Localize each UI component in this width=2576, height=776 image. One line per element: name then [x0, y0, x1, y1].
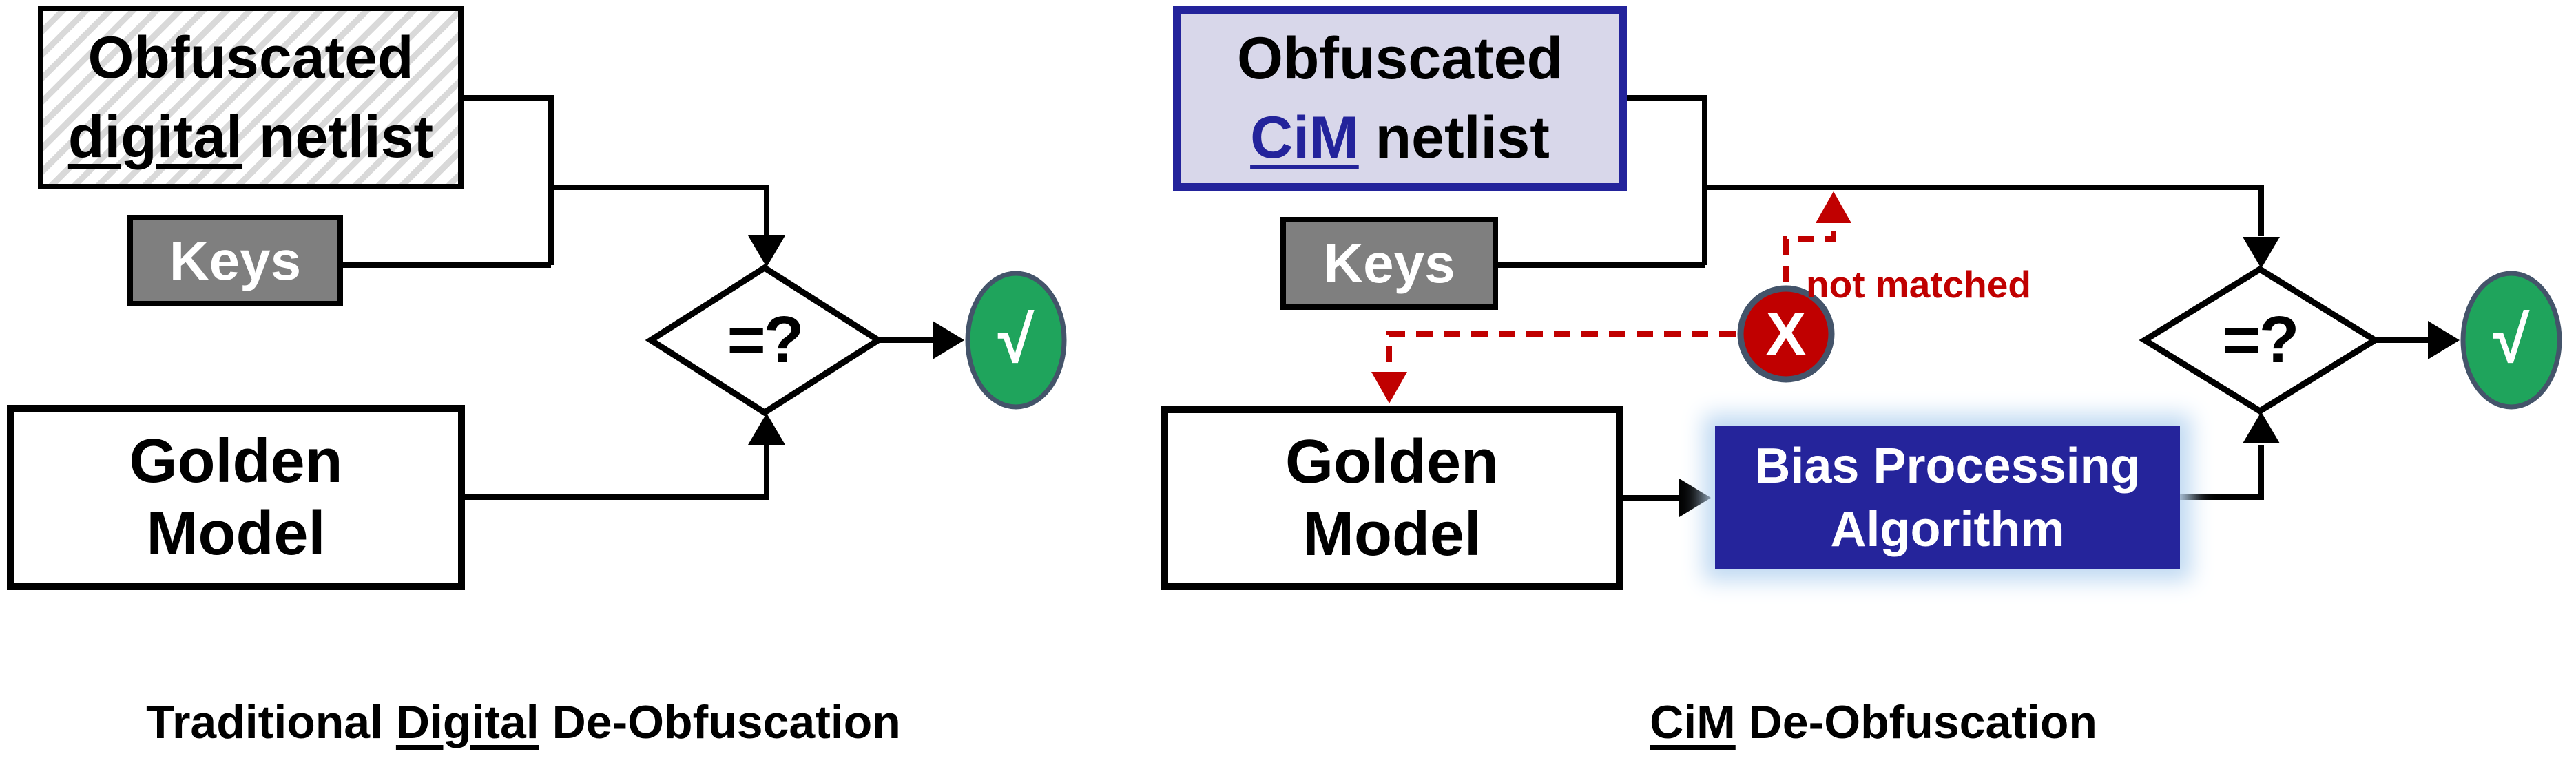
- keys-box-right: Keys: [1280, 217, 1498, 310]
- check-mark-left: √: [997, 303, 1035, 377]
- caption-left-post: De-Obfuscation: [539, 696, 901, 748]
- equality-decision-label-left: =?: [727, 303, 804, 377]
- left-golden-to-decision-connector: [465, 445, 769, 500]
- golden-model-box-right: Golden Model: [1161, 406, 1623, 590]
- check-mark-right: √: [2493, 303, 2530, 377]
- golden-line2: Model: [146, 499, 326, 568]
- netlist-line2: digital netlist: [68, 98, 433, 177]
- cim-underlined-text: CiM: [1250, 105, 1359, 171]
- mismatch-to-golden-dashed: [1386, 331, 1736, 370]
- arrowhead-bias-input: [1679, 479, 1711, 517]
- golden-right-line2: Model: [1302, 499, 1482, 569]
- netlist-rest-text: netlist: [242, 103, 434, 170]
- arrowhead-right-decision-top: [2243, 237, 2280, 269]
- not-matched-label: not matched: [1806, 263, 2031, 306]
- keys-label: Keys: [169, 229, 302, 291]
- arrowhead-left-decision-top: [748, 235, 785, 267]
- left-merge-connector: [343, 95, 554, 268]
- caption-left-underlined: Digital: [395, 696, 539, 748]
- netlist-line1: Obfuscated: [87, 24, 414, 91]
- cim-netlist-line2: CiM netlist: [1250, 98, 1550, 178]
- obfuscated-cim-netlist-box: Obfuscated CiM netlist: [1173, 6, 1627, 191]
- golden-model-box-left: Golden Model: [7, 405, 465, 590]
- left-check-circle: [965, 271, 1067, 410]
- caption-cim-deobfuscation: CiM De-Obfuscation: [1426, 690, 2321, 755]
- equality-decision-label-right: =?: [2222, 303, 2300, 377]
- right-to-decision-connector: [1705, 185, 2264, 236]
- arrowhead-mismatch-feedback: [1816, 191, 1851, 223]
- mismatch-feedback-dashed: [1783, 223, 1836, 282]
- bias-line1: Bias Processing: [1754, 438, 2141, 494]
- keys-box-left: Keys: [127, 215, 343, 306]
- right-decision-diamond: [2139, 265, 2381, 415]
- right-bias-to-decision-connector: [2180, 445, 2264, 500]
- mismatch-circle: [1737, 285, 1835, 383]
- arrowhead-right-decision-bottom: [2243, 412, 2280, 443]
- arrowhead-mismatch-golden: [1371, 372, 1407, 403]
- bias-line2: Algorithm: [1830, 501, 2065, 557]
- left-to-decision-connector: [551, 185, 769, 236]
- digital-underlined-text: digital: [67, 103, 243, 170]
- obfuscated-digital-netlist-box: Obfuscated digital netlist: [38, 6, 464, 189]
- arrowhead-left-check: [933, 321, 964, 359]
- caption-right-post: De-Obfuscation: [1735, 696, 2097, 748]
- golden-right-line1: Golden: [1285, 427, 1499, 496]
- left-decision-diamond: [645, 264, 884, 417]
- arrowhead-left-decision-bottom: [748, 413, 785, 445]
- bias-processing-algorithm-box: Bias Processing Algorithm: [1715, 426, 2180, 569]
- golden-line1: Golden: [129, 426, 343, 496]
- cim-netlist-rest-text: netlist: [1358, 105, 1550, 171]
- caption-right-underlined: CiM: [1650, 696, 1736, 748]
- right-merge-connector: [1498, 95, 1707, 268]
- caption-traditional-digital: Traditional Digital De-Obfuscation: [41, 690, 1006, 755]
- cim-netlist-line1: Obfuscated: [1236, 25, 1564, 92]
- mismatch-x-label: X: [1765, 300, 1807, 368]
- keys-label-right: Keys: [1323, 232, 1455, 294]
- caption-left-pre: Traditional: [146, 696, 396, 748]
- arrowhead-right-check: [2428, 321, 2460, 359]
- right-check-circle: [2460, 271, 2562, 410]
